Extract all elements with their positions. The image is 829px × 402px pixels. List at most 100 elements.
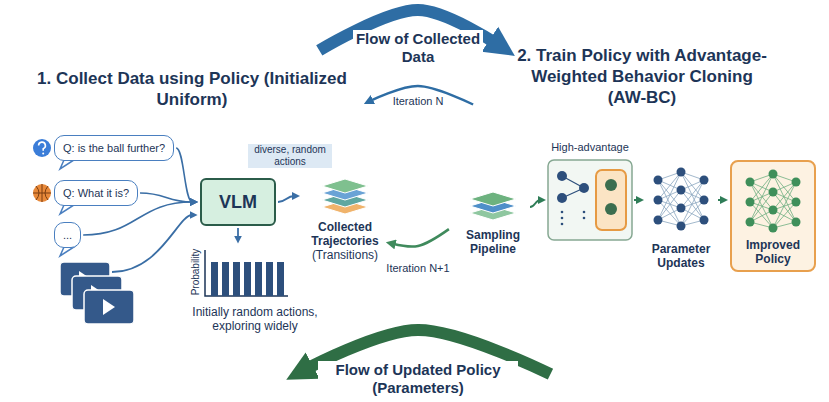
illustration-part	[557, 171, 567, 181]
advantage-filter: High-advantage	[548, 140, 632, 240]
node-label: Collected Trajectories	[302, 220, 388, 248]
illustration-part	[700, 176, 709, 185]
illustration-part	[769, 224, 778, 233]
connector-arrow	[718, 199, 722, 201]
illustration-part	[322, 179, 368, 193]
node-label: Sampling Pipeline	[458, 228, 528, 256]
illustration-part	[33, 139, 51, 157]
question-bubble: Q: is the ball further?	[54, 135, 174, 161]
stage-circle: 2. Train Policy with Advantage-Weighted …	[447, 7, 829, 397]
illustration-part	[548, 160, 632, 240]
illustration-part	[746, 198, 755, 207]
node-label: Improved Policy	[732, 238, 814, 266]
uniform-histogram	[205, 250, 288, 296]
video-input-arrow	[112, 215, 192, 272]
edge-label: Iteration N+1	[380, 262, 456, 275]
policy-box: Improved Policy	[730, 160, 816, 272]
illustration-part	[561, 211, 564, 214]
connector-arrow	[140, 193, 192, 202]
illustration-part	[205, 250, 288, 296]
ball-icon	[33, 184, 51, 202]
illustration-part	[792, 178, 801, 187]
illustration-part	[677, 222, 686, 231]
illustration-part	[233, 262, 240, 296]
node-label: High-advantage	[548, 140, 632, 154]
network-figure	[746, 170, 801, 233]
illustration-part	[60, 247, 74, 256]
illustration-part	[750, 192, 773, 222]
illustration-part	[605, 203, 617, 215]
flow-arrow	[393, 229, 449, 246]
question-bubble: ...	[54, 222, 81, 248]
illustration-part	[255, 262, 262, 296]
illustration-part	[700, 196, 709, 205]
illustration-part	[654, 196, 663, 205]
data-stack: Collected Trajectories(Transitions)	[302, 172, 388, 262]
network-figure	[654, 168, 709, 231]
illustration-part	[605, 179, 617, 191]
edge-label: Iteration N	[388, 95, 448, 108]
illustration-part	[266, 262, 273, 296]
illustration-part	[470, 192, 516, 206]
stage-heading: 2. Train Policy with Advantage-Weighted …	[512, 45, 772, 108]
circle-outline	[447, 7, 829, 397]
edge-label: Flow of Updated Policy (Parameters)	[318, 361, 518, 397]
illustration-part	[792, 218, 801, 227]
note-text: Initially random actions, exploring wide…	[180, 305, 330, 333]
illustration-part	[677, 204, 686, 213]
illustration-part	[33, 184, 51, 202]
node-label: VLM	[202, 191, 274, 213]
illustration-part	[39, 142, 46, 151]
connector-arrow	[634, 199, 638, 201]
network-update: Parameter Updates	[646, 160, 716, 270]
question-bubble: Q: What it is?	[54, 180, 138, 206]
illustration-part	[746, 178, 755, 187]
illustration-part	[654, 176, 663, 185]
illustration-part	[700, 216, 709, 225]
circle-outline	[0, 6, 389, 399]
stage-circle: 1. Collect Data using Policy (Initialize…	[0, 4, 390, 400]
advantage-filter-figure	[548, 160, 632, 240]
illustration-part	[769, 206, 778, 215]
illustration-part	[654, 216, 663, 225]
pipeline-stack: Sampling Pipeline	[458, 186, 528, 256]
improved-policy-fill	[730, 160, 816, 272]
illustration-part	[746, 218, 755, 227]
illustration-part	[222, 262, 229, 296]
illustration-part	[561, 217, 564, 220]
connector-arrow	[176, 148, 192, 202]
node-label: ...	[63, 228, 72, 242]
illustration-part	[596, 170, 626, 230]
edge-label: Flow of Collected Data	[353, 30, 483, 66]
output-arrow	[237, 228, 239, 238]
illustration-part	[33, 184, 51, 202]
illustration-part	[211, 262, 218, 296]
edge-label: diverse, random actions	[248, 144, 332, 168]
connector-arrow	[83, 202, 192, 235]
circle-outline	[449, 9, 829, 396]
illustration-part	[677, 186, 686, 195]
illustration-part	[677, 168, 686, 177]
stage-heading: 1. Collect Data using Policy (Initialize…	[36, 68, 348, 110]
trajectory-stack	[322, 179, 368, 214]
connector-arrow	[278, 196, 294, 202]
illustration-part	[277, 262, 284, 296]
illustration-part	[583, 217, 586, 220]
node-label: (Transitions)	[302, 248, 388, 262]
illustration-part	[60, 205, 74, 214]
illustration-part	[658, 190, 681, 220]
question-icon	[33, 139, 51, 157]
illustration-part	[557, 193, 567, 203]
node-label: Parameter Updates	[646, 242, 716, 270]
illustration-part	[561, 223, 564, 226]
pipeline-stack	[470, 192, 516, 220]
illustration-part	[42, 153, 44, 155]
illustration-part	[579, 183, 589, 193]
connector-arrow	[530, 200, 540, 207]
illustration-part	[244, 262, 251, 296]
illustration-part	[583, 211, 586, 214]
illustration-part	[792, 198, 801, 207]
illustration-part	[769, 170, 778, 179]
axis-label: Probability	[190, 242, 202, 302]
